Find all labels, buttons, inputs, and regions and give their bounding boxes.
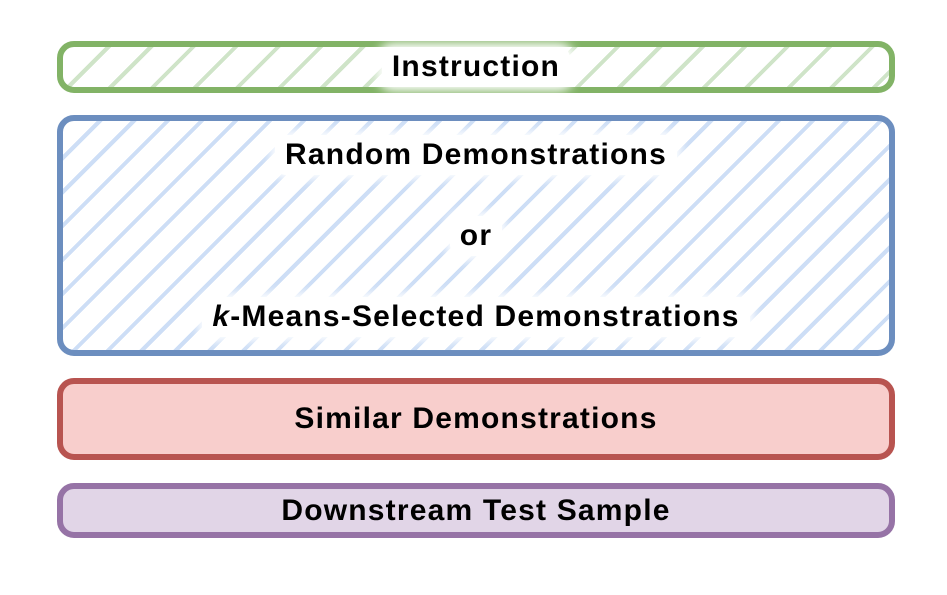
or-label: or — [452, 218, 500, 253]
kmeans-demonstrations-label: k-Means-Selected Demonstrations — [205, 299, 747, 334]
similar-demonstrations-label: Similar Demonstrations — [294, 402, 658, 435]
downstream-test-sample-label: Downstream Test Sample — [281, 493, 671, 527]
instruction-box: Instruction — [57, 41, 895, 93]
similar-demonstrations-box: Similar Demonstrations — [57, 378, 895, 460]
random-demonstrations-label: Random Demonstrations — [278, 137, 674, 172]
instruction-label: Instruction — [384, 50, 568, 84]
downstream-test-sample-box: Downstream Test Sample — [57, 483, 895, 538]
kmeans-k-italic: k — [212, 299, 231, 333]
demonstration-pool-box: Random Demonstrations or k-Means-Selecte… — [57, 115, 895, 356]
kmeans-label-rest: -Means-Selected Demonstrations — [230, 299, 740, 333]
